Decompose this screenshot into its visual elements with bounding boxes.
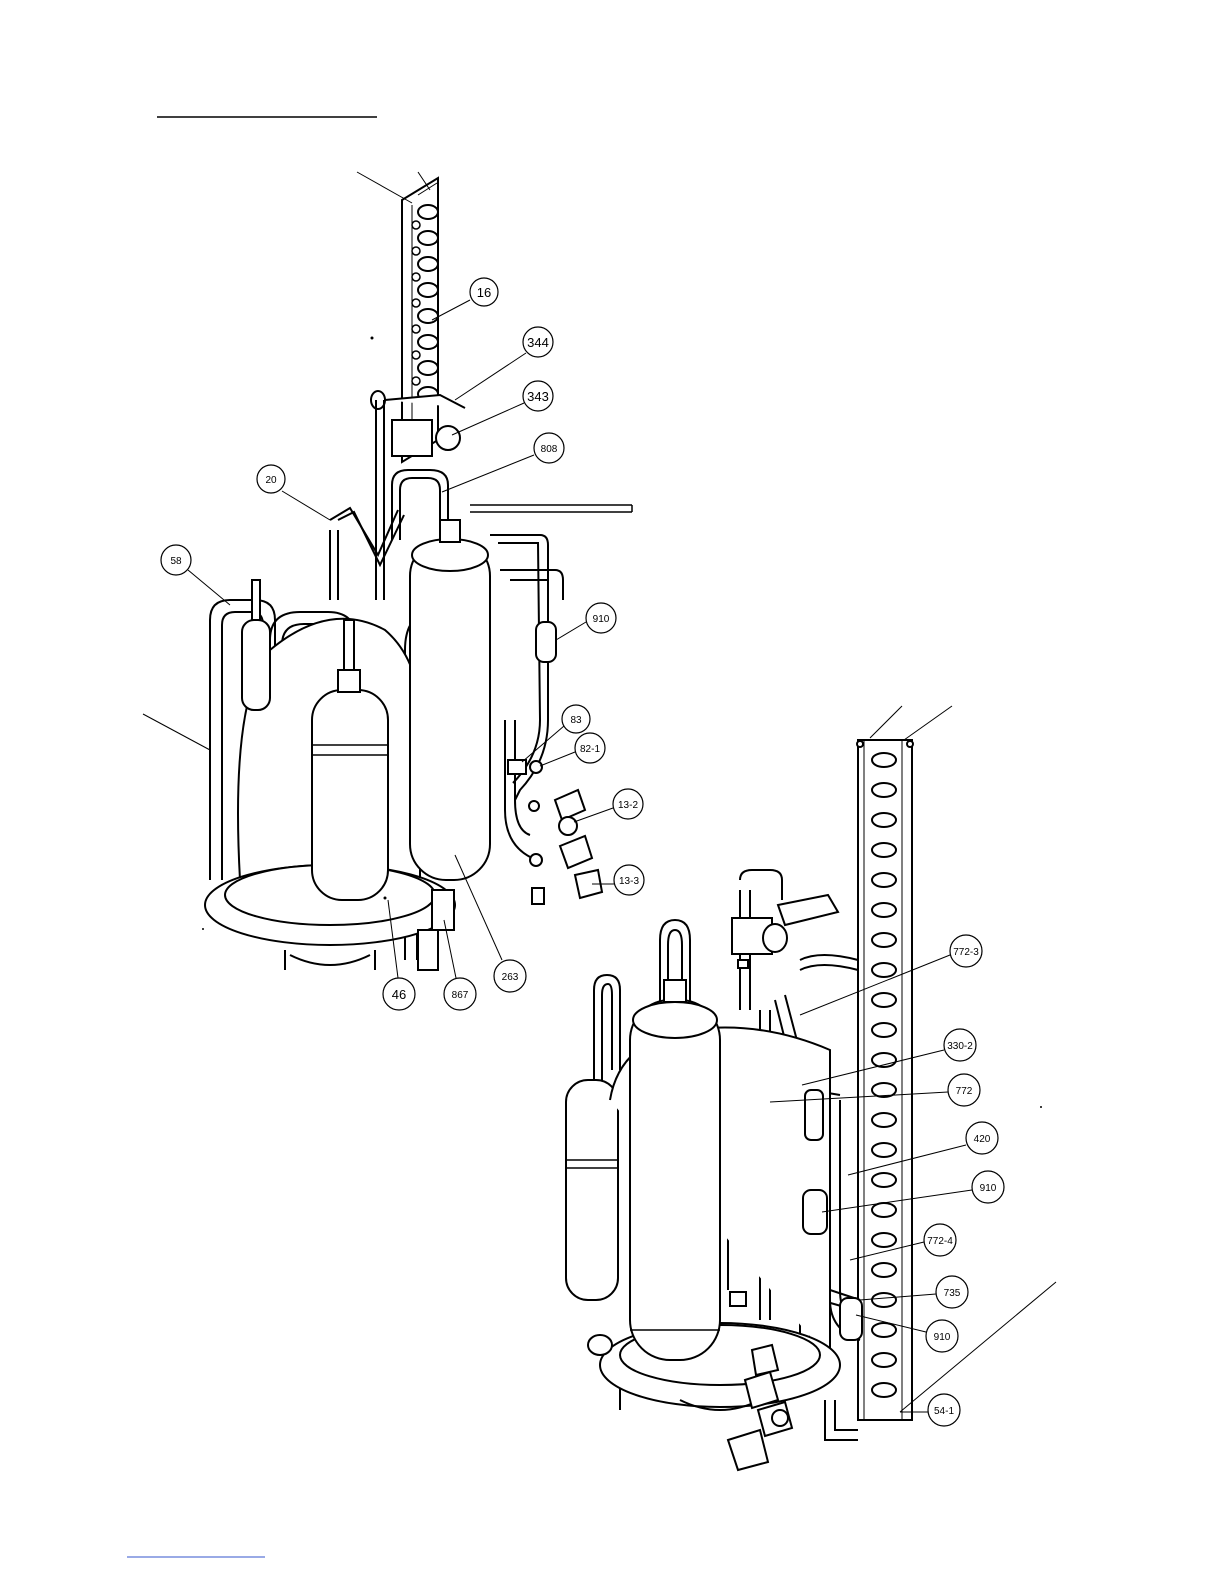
lower-four-way-valve <box>732 895 838 968</box>
callout-label: 330-2 <box>947 1041 973 1052</box>
upper-strainer <box>536 622 556 662</box>
callout-label: 772-3 <box>953 947 979 958</box>
callout-label: 910 <box>980 1183 997 1194</box>
callout-label: 13-2 <box>618 800 638 811</box>
callout-910-upper: 910 <box>556 603 616 640</box>
lower-heat-exchanger <box>857 706 952 1420</box>
upper-four-way-valve <box>371 391 465 456</box>
callout-label: 808 <box>541 444 558 455</box>
lower-right-leader <box>900 1282 1056 1412</box>
callout-label: 83 <box>570 715 582 726</box>
callout-label: 420 <box>974 1134 991 1145</box>
upper-assembly <box>143 172 632 970</box>
callout-label: 772-4 <box>927 1236 953 1247</box>
lower-small-accumulator <box>566 1080 618 1300</box>
callout-label: 772 <box>956 1086 973 1097</box>
callout-label: 343 <box>527 389 549 404</box>
callout-label: 16 <box>477 285 491 300</box>
callout-label: 735 <box>944 1288 961 1299</box>
upper-heat-exchanger <box>357 172 438 462</box>
upper-left-leader <box>143 714 210 750</box>
callout-label: 13-3 <box>619 876 639 887</box>
callout-343: 343 <box>452 381 553 435</box>
callout-label: 20 <box>265 475 277 486</box>
lower-assembly <box>566 706 1056 1470</box>
callout-label: 910 <box>593 614 610 625</box>
callout-label: 54-1 <box>934 1406 954 1417</box>
upper-service-valves <box>508 760 602 904</box>
lower-main-accumulator <box>630 980 720 1360</box>
callout-label: 910 <box>934 1332 951 1343</box>
callout-20: 20 <box>257 465 330 520</box>
callout-label: 46 <box>392 987 406 1002</box>
callout-label: 867 <box>452 990 469 1001</box>
callout-label: 82-1 <box>580 744 600 755</box>
callout-label: 58 <box>170 556 182 567</box>
callout-label: 344 <box>527 335 549 350</box>
callout-867: 867 <box>444 920 476 1010</box>
callout-16: 16 <box>432 278 498 320</box>
callout-label: 263 <box>502 972 519 983</box>
callout-58: 58 <box>161 545 230 605</box>
